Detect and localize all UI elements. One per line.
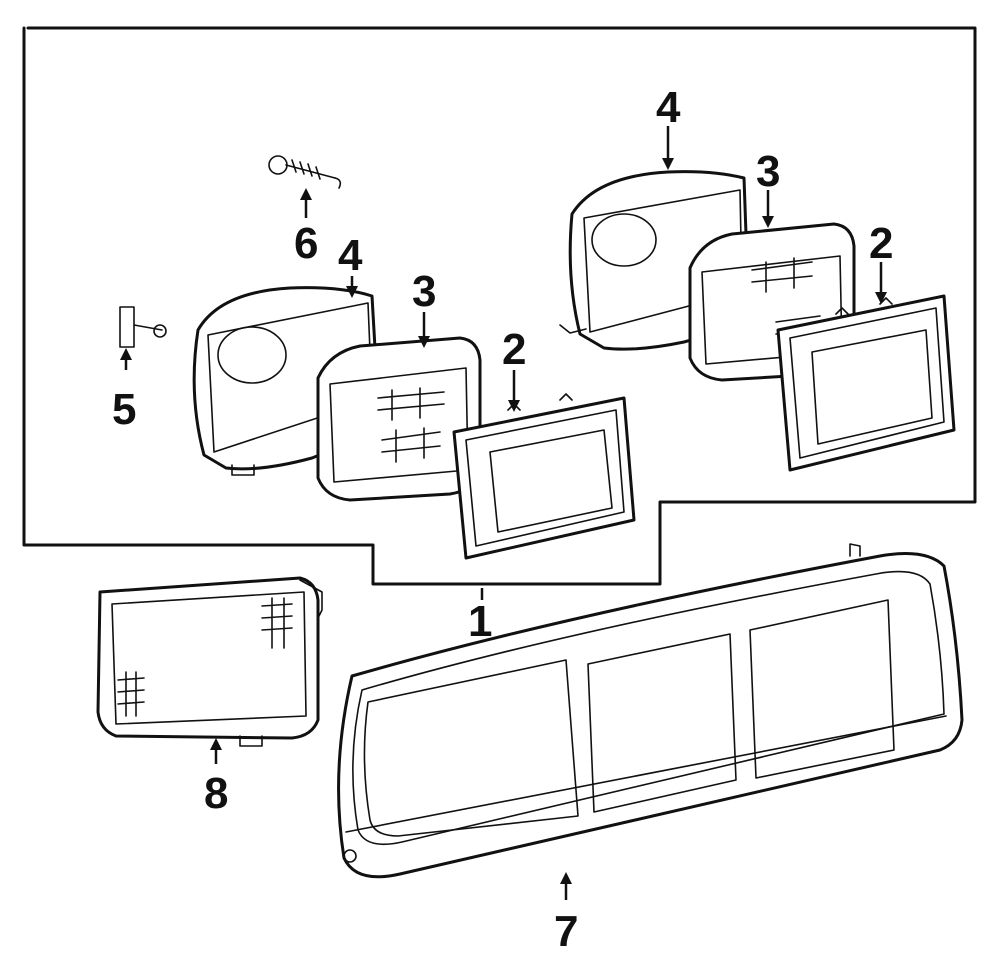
left-retaining-ring xyxy=(452,393,636,560)
callout-5: 5 xyxy=(112,385,136,434)
callout-6: 6 xyxy=(294,219,318,268)
right-retaining-ring xyxy=(776,294,956,472)
callout-8: 8 xyxy=(204,769,228,818)
part-headlamp-bezel xyxy=(337,543,964,879)
callout-7: 7 xyxy=(554,907,578,956)
callout-4-left: 4 xyxy=(338,231,363,280)
callout-2-right: 2 xyxy=(869,219,893,268)
leader-lines xyxy=(120,126,887,900)
callout-3-right: 3 xyxy=(756,147,780,196)
left-sealed-beam xyxy=(316,336,482,502)
part-clip xyxy=(119,306,167,348)
callout-3-left: 3 xyxy=(412,267,436,316)
callout-1: 1 xyxy=(468,597,492,646)
part-side-marker-lamp xyxy=(96,576,323,747)
callout-2-left: 2 xyxy=(502,325,526,374)
part-adjusting-screw xyxy=(268,155,342,189)
assembly-boundary xyxy=(22,26,977,586)
callout-4-right: 4 xyxy=(656,83,681,132)
